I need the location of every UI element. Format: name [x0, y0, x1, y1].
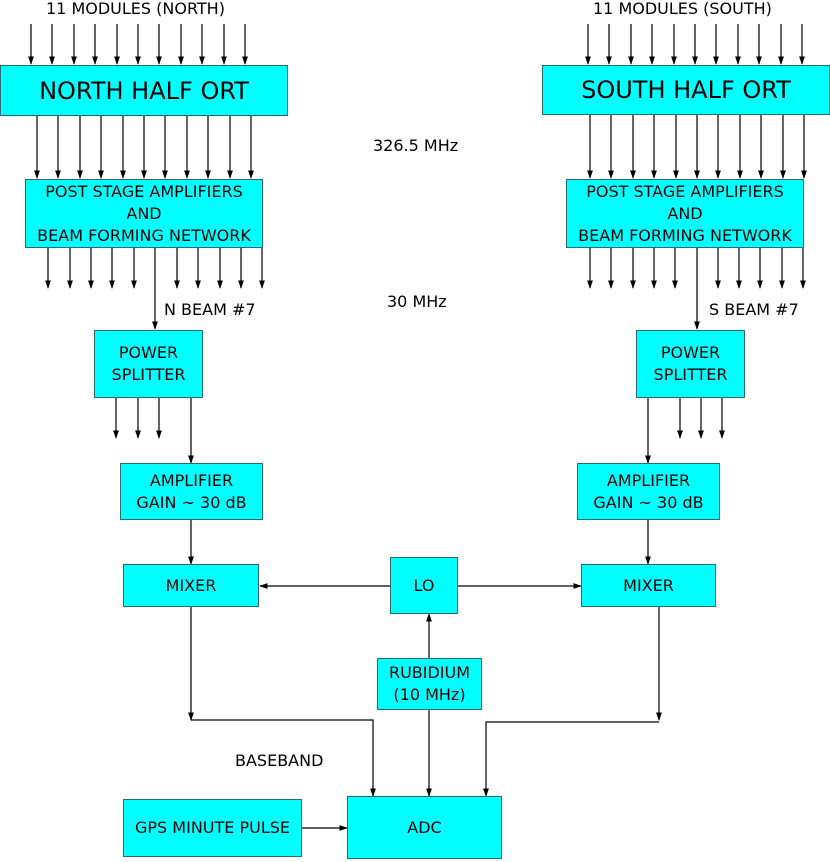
north-half-ort-label: NORTH HALF ORT — [39, 76, 249, 105]
rubidium-reference: RUBIDIUM (10 MHz) — [377, 658, 482, 710]
baseband-label: BASEBAND — [235, 751, 324, 770]
north-modules-label: 11 MODULES (NORTH) — [46, 0, 225, 18]
local-oscillator: LO — [390, 557, 458, 614]
north-mixer: MIXER — [123, 564, 259, 607]
north-half-ort: NORTH HALF ORT — [0, 65, 288, 116]
south-amplifier: AMPLIFIER GAIN ~ 30 dB — [577, 463, 720, 520]
south-modules-label: 11 MODULES (SOUTH) — [593, 0, 772, 18]
south-half-ort-label: SOUTH HALF ORT — [581, 76, 791, 104]
south-power-splitter: POWER SPLITTER — [636, 330, 745, 398]
south-beam-label: S BEAM #7 — [709, 300, 799, 319]
south-half-ort: SOUTH HALF ORT — [542, 65, 830, 115]
if-frequency-label: 30 MHz — [387, 292, 447, 311]
rf-frequency-label: 326.5 MHz — [373, 136, 459, 155]
north-post-stage-amplifiers: POST STAGE AMPLIFIERS AND BEAM FORMING N… — [25, 179, 263, 248]
gps-minute-pulse: GPS MINUTE PULSE — [123, 799, 302, 857]
north-power-splitter: POWER SPLITTER — [94, 330, 203, 398]
south-mixer: MIXER — [581, 564, 716, 607]
adc: ADC — [347, 796, 502, 859]
south-post-stage-amplifiers: POST STAGE AMPLIFIERS AND BEAM FORMING N… — [566, 179, 804, 248]
north-amplifier: AMPLIFIER GAIN ~ 30 dB — [120, 463, 263, 520]
north-beam-label: N BEAM #7 — [164, 300, 256, 319]
